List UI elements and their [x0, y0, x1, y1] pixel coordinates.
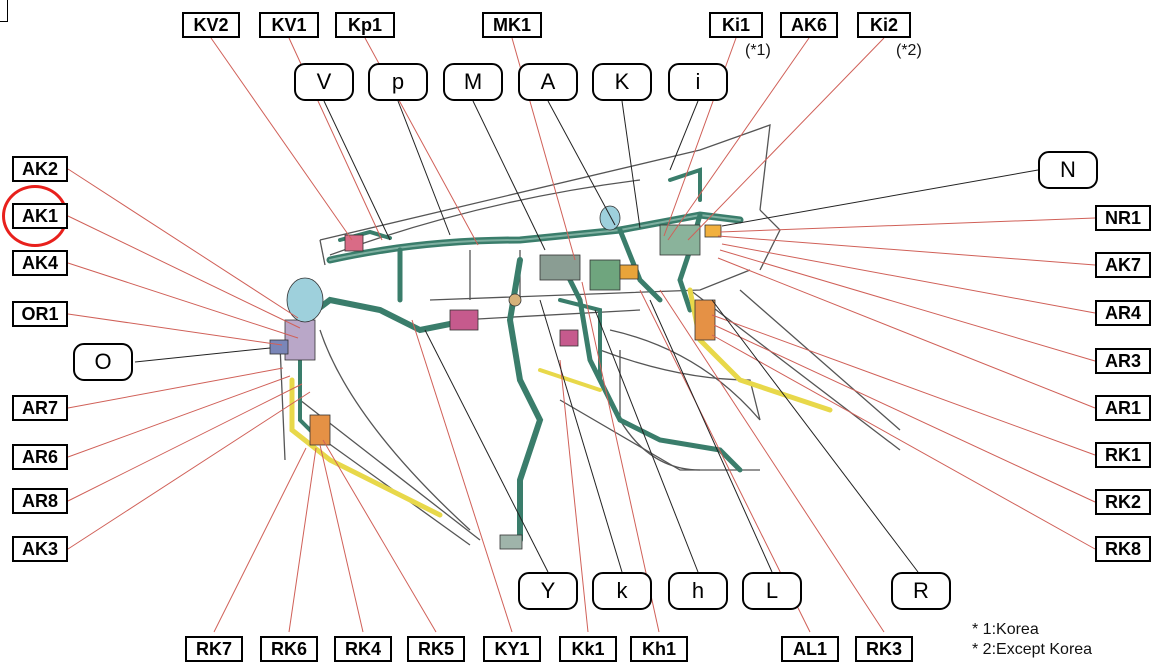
- taped-sections: [289, 287, 833, 518]
- leader-lines: [67, 37, 1096, 633]
- bubble-label-k-lower[interactable]: k: [592, 572, 652, 610]
- connector-label-ky1[interactable]: KY1: [483, 636, 541, 662]
- connector-label-kh1[interactable]: Kh1: [630, 636, 688, 662]
- connector-label-or1[interactable]: OR1: [12, 301, 68, 327]
- connector-label-ki2[interactable]: Ki2: [857, 12, 911, 38]
- connector-label-ki1[interactable]: Ki1: [709, 12, 763, 38]
- connector-label-rk1[interactable]: RK1: [1095, 442, 1151, 468]
- connector-label-nr1[interactable]: NR1: [1095, 205, 1151, 231]
- footnote-ref-ki1: (*1): [745, 42, 771, 59]
- connector-label-ar1[interactable]: AR1: [1095, 395, 1151, 421]
- connector-label-kv2[interactable]: KV2: [182, 12, 240, 38]
- bubble-label-r[interactable]: R: [891, 572, 951, 610]
- bubble-label-a[interactable]: A: [518, 63, 578, 101]
- bubble-label-o[interactable]: O: [73, 343, 133, 381]
- bubble-label-v[interactable]: V: [294, 63, 354, 101]
- connector-label-ak6[interactable]: AK6: [780, 12, 838, 38]
- connector-blocks: [269, 205, 722, 550]
- bubble-label-k-upper[interactable]: K: [592, 63, 652, 101]
- bubble-label-y[interactable]: Y: [518, 572, 578, 610]
- connector-label-ar4[interactable]: AR4: [1095, 300, 1151, 326]
- connector-label-ar8[interactable]: AR8: [12, 488, 68, 514]
- footnote-line-korea: * 1:Korea: [972, 621, 1039, 638]
- connector-label-rk3[interactable]: RK3: [855, 636, 913, 662]
- connector-label-rk5[interactable]: RK5: [407, 636, 465, 662]
- connector-label-kk1[interactable]: Kk1: [559, 636, 617, 662]
- connector-label-ak7[interactable]: AK7: [1095, 252, 1151, 278]
- footnote-ref-ki2: (*2): [896, 42, 922, 59]
- connector-label-ak3[interactable]: AK3: [12, 536, 68, 562]
- bubble-label-h[interactable]: h: [668, 572, 728, 610]
- connector-label-ar6[interactable]: AR6: [12, 444, 68, 470]
- connector-label-al1[interactable]: AL1: [781, 636, 839, 662]
- connector-label-ar3[interactable]: AR3: [1095, 348, 1151, 374]
- connector-label-mk1[interactable]: MK1: [482, 12, 542, 38]
- connector-label-rk2[interactable]: RK2: [1095, 489, 1151, 515]
- connector-label-rk6[interactable]: RK6: [260, 636, 318, 662]
- connector-label-kp1[interactable]: Kp1: [335, 12, 395, 38]
- connector-label-rk7[interactable]: RK7: [185, 636, 243, 662]
- connector-label-ak1[interactable]: AK1: [12, 203, 68, 229]
- corner-mark: [0, 0, 8, 22]
- connector-label-rk8[interactable]: RK8: [1095, 536, 1151, 562]
- connector-label-rk4[interactable]: RK4: [334, 636, 392, 662]
- footnote-line-except-korea: * 2:Except Korea: [972, 641, 1093, 658]
- bubble-label-m[interactable]: M: [443, 63, 503, 101]
- connector-label-ak2[interactable]: AK2: [12, 156, 68, 182]
- connector-label-ak4[interactable]: AK4: [12, 250, 68, 276]
- bubble-label-i[interactable]: i: [668, 63, 728, 101]
- bubble-label-n[interactable]: N: [1038, 151, 1098, 189]
- footnote-legend: * 1:Korea * 2:Except Korea: [972, 620, 1092, 660]
- connector-label-kv1[interactable]: KV1: [259, 12, 319, 38]
- bubble-label-p[interactable]: p: [368, 63, 428, 101]
- connector-label-ar7[interactable]: AR7: [12, 395, 68, 421]
- bubble-label-l[interactable]: L: [742, 572, 802, 610]
